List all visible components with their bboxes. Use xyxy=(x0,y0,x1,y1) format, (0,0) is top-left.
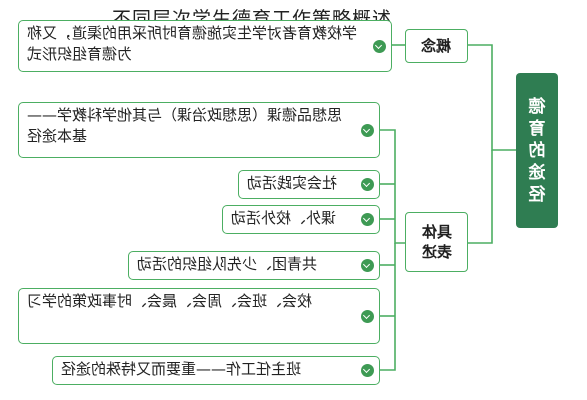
check-icon xyxy=(373,39,386,53)
check-icon xyxy=(361,259,374,272)
detail-card-6: 班主任工作——重要而又特殊的途径 xyxy=(52,356,380,385)
connector-root-detail xyxy=(468,150,493,244)
connector-root-concept xyxy=(468,44,516,151)
check-icon xyxy=(361,309,374,323)
detail-card-3: 课外、校外活动 xyxy=(222,205,380,234)
node-detail-label: 具体表述 xyxy=(421,223,452,261)
concept-card: 学校教育者对学生实施德育时所采用的渠道，又称为德育组织形式 xyxy=(18,20,392,72)
detail-card-1-text: 思想品德课（思想政治课）与其他学科教学——基本途径 xyxy=(27,106,343,145)
detail-card-2-text: 社会实践活动 xyxy=(247,174,338,192)
root-label: 德育的途径 xyxy=(528,96,546,205)
detail-card-5-text: 校会、班会、周会、晨会、时事政策的学习 xyxy=(27,292,313,310)
check-icon xyxy=(361,123,374,137)
detail-card-2: 社会实践活动 xyxy=(238,170,380,199)
check-icon xyxy=(361,213,374,226)
detail-card-4-text: 共青团、少先队组织的活动 xyxy=(137,255,318,273)
detail-card-6-text: 班主任工作——重要而又特殊的途径 xyxy=(61,360,302,378)
node-concept: 概念 xyxy=(405,29,468,63)
connector-detail-trunk-bottom xyxy=(380,243,396,371)
check-icon xyxy=(361,364,374,377)
connector-detail-trunk-top xyxy=(380,129,407,244)
detail-card-1: 思想品德课（思想政治课）与其他学科教学——基本途径 xyxy=(18,102,380,158)
check-icon xyxy=(361,178,374,191)
concept-card-text: 学校教育者对学生实施德育时所采用的渠道，又称为德育组织形式 xyxy=(27,24,358,63)
detail-card-5: 校会、班会、周会、晨会、时事政策的学习 xyxy=(18,288,380,344)
detail-card-4: 共青团、少先队组织的活动 xyxy=(128,251,380,280)
detail-card-3-text: 课外、校外活动 xyxy=(231,209,337,227)
root-node: 德育的途径 xyxy=(516,73,558,228)
node-concept-label: 概念 xyxy=(421,37,452,55)
node-detail: 具体表述 xyxy=(405,212,468,272)
